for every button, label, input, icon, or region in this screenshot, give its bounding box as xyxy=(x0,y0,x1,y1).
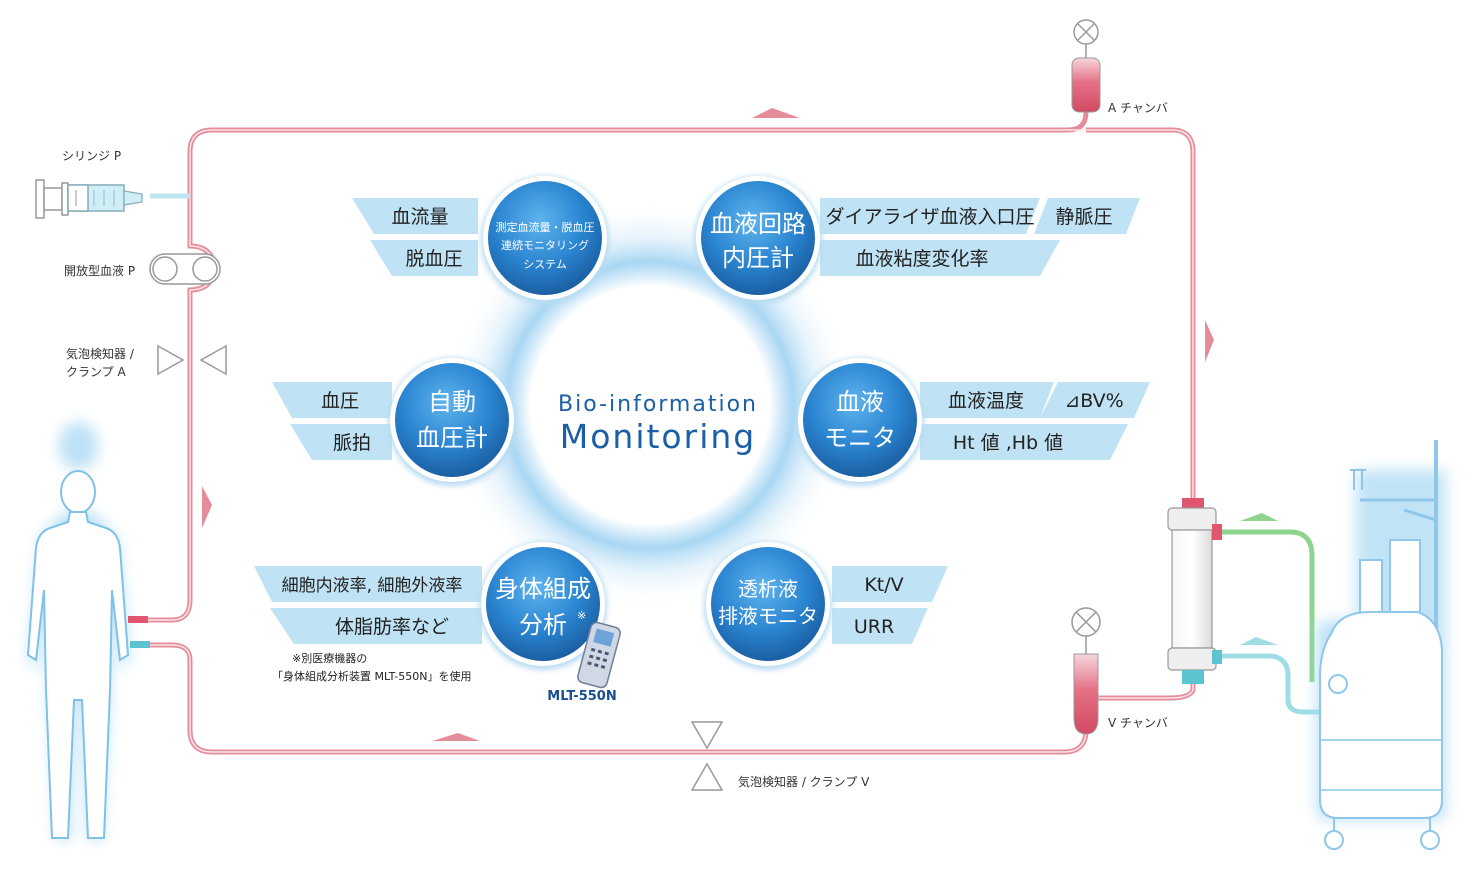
flow-arrow-bottom xyxy=(432,733,480,741)
mlt-550n-device-icon xyxy=(577,621,621,689)
flow-arrow-left xyxy=(202,486,212,528)
body-title-1: 身体組成 xyxy=(495,575,591,603)
tag-body-fat: 体脂肪率など xyxy=(335,616,449,638)
tag-ht-hb: Ht 値 ,Hb 値 xyxy=(953,432,1063,454)
bubble-detector-a-label-2: クランプ A xyxy=(66,365,126,379)
dialyzer xyxy=(1167,498,1330,715)
blood-pump-label: 開放型血液 P xyxy=(64,263,135,278)
flow-title-1: 測定血流量・脱血圧 xyxy=(496,220,595,234)
tag-ktv: Kt/V xyxy=(864,574,903,596)
module-body-composition: 細胞内液率, 細胞外液率 体脂肪率など 身体組成 分析 ※ MLT-550N ※… xyxy=(254,542,621,704)
tag-cell-fluid-ratio: 細胞内液率, 細胞外液率 xyxy=(282,576,463,596)
tag-pulse: 脈拍 xyxy=(333,432,371,454)
tag-blood-removal-pressure: 脱血圧 xyxy=(405,248,462,270)
bubble-detector-v-icon xyxy=(690,721,724,791)
module-blood-pressure: 血圧 脈拍 自動 血圧計 xyxy=(272,358,516,486)
flow-arrow-top xyxy=(752,108,800,118)
bubble-detector-a-label-1: 気泡検知器 / xyxy=(66,346,135,361)
bp-title-1: 自動 xyxy=(428,388,476,416)
dialysate-title-2: 排液モニタ xyxy=(718,604,818,628)
flow-title-3: システム xyxy=(523,258,567,271)
bubble-detector-v-label: 気泡検知器 / クランプ V xyxy=(738,774,870,789)
v-chamber-label: V チャンバ xyxy=(1108,716,1168,730)
bubble-detector-a-icon xyxy=(157,344,227,376)
body-note-1: ※別医療機器の xyxy=(292,651,367,665)
a-chamber-label: A チャンバ xyxy=(1108,101,1168,115)
syringe-label: シリンジ P xyxy=(62,149,121,163)
syringe-pump xyxy=(35,179,143,219)
bp-title-2: 血圧計 xyxy=(416,424,488,452)
a-chamber xyxy=(1071,19,1101,113)
body-title-2: 分析 xyxy=(519,611,567,639)
patient-figure xyxy=(26,422,150,840)
tag-blood-viscosity: 血液粘度変化率 xyxy=(855,248,988,270)
module-dialysate-monitor: Kt/V URR 透析液 排液モニタ xyxy=(704,542,948,670)
blood-pump-icon xyxy=(149,253,221,285)
tag-blood-flow: 血流量 xyxy=(391,206,448,228)
tag-urr: URR xyxy=(854,616,894,638)
body-title-mark: ※ xyxy=(577,609,586,622)
tag-delta-bv: ⊿BV% xyxy=(1064,390,1123,412)
center-title-line1: Bio-information xyxy=(558,392,758,417)
pressure-title-1: 血液回路 xyxy=(710,210,806,238)
tag-dialyzer-inlet-pressure: ダイアライザ血液入口圧 xyxy=(825,206,1034,228)
dialysate-title-1: 透析液 xyxy=(738,577,798,601)
v-chamber xyxy=(1071,607,1101,735)
tag-blood-temperature: 血液温度 xyxy=(948,390,1024,412)
module-blood-monitor: 血液温度 ⊿BV% Ht 値 ,Hb 値 血液 モニタ xyxy=(796,358,1150,486)
pressure-title-2: 内圧計 xyxy=(722,244,794,272)
module-circuit-pressure: ダイアライザ血液入口圧 静脈圧 血液粘度変化率 血液回路 内圧計 xyxy=(694,176,1140,304)
flow-arrow-right xyxy=(1205,320,1214,362)
flow-title-2: 連続モニタリング xyxy=(501,238,589,252)
center-title-line2: Monitoring xyxy=(560,417,756,456)
device-label: MLT-550N xyxy=(547,689,616,704)
module-flow-monitoring: 血流量 脱血圧 測定血流量・脱血圧 連続モニタリング システム xyxy=(352,176,609,304)
body-note-2: 「身体組成分析装置 MLT-550N」を使用 xyxy=(272,669,472,683)
dialysate-arrow-in xyxy=(1240,637,1278,645)
tag-blood-pressure: 血圧 xyxy=(321,390,359,412)
tag-venous-pressure: 静脈圧 xyxy=(1055,206,1112,228)
blood-circuit xyxy=(148,108,1214,755)
blood-title-1: 血液 xyxy=(836,388,884,416)
blood-title-2: モニタ xyxy=(824,424,896,452)
dialysate-arrow-out xyxy=(1240,513,1278,521)
dialysis-machine xyxy=(1316,440,1446,850)
